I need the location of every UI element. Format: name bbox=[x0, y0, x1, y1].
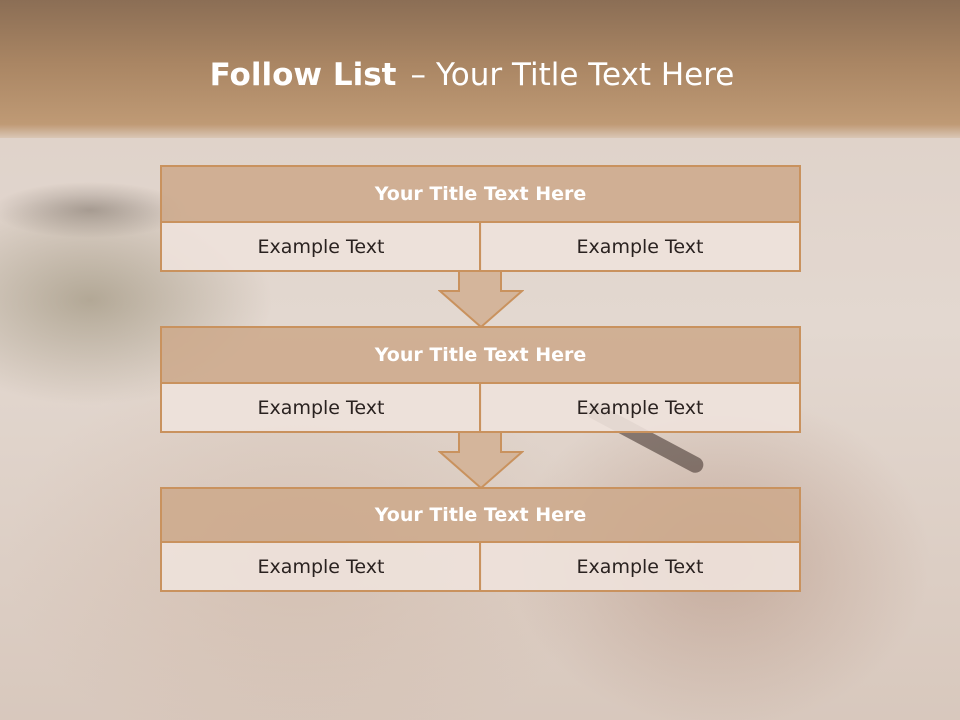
step-right-text: Example Text bbox=[479, 541, 801, 592]
step-right-text: Example Text bbox=[479, 382, 801, 433]
step-title: Your Title Text Here bbox=[160, 487, 801, 543]
slide-title-bold: Follow List bbox=[209, 57, 397, 93]
step-block-1: Your Title Text Here Example Text Exampl… bbox=[160, 165, 801, 272]
slide-title: Follow List–Your Title Text Here bbox=[0, 52, 944, 98]
step-block-2: Your Title Text Here Example Text Exampl… bbox=[160, 326, 801, 433]
step-title: Your Title Text Here bbox=[160, 326, 801, 384]
slide-title-separator: – bbox=[410, 57, 426, 93]
step-block-3: Your Title Text Here Example Text Exampl… bbox=[160, 487, 801, 594]
step-title: Your Title Text Here bbox=[160, 165, 801, 223]
step-left-text: Example Text bbox=[160, 382, 482, 433]
down-arrow-icon bbox=[438, 431, 524, 489]
down-arrow-icon bbox=[438, 270, 524, 328]
step-left-text: Example Text bbox=[160, 221, 482, 272]
step-left-text: Example Text bbox=[160, 541, 482, 592]
slide-title-text: Your Title Text Here bbox=[435, 57, 735, 93]
title-bar bbox=[0, 0, 960, 138]
step-right-text: Example Text bbox=[479, 221, 801, 272]
